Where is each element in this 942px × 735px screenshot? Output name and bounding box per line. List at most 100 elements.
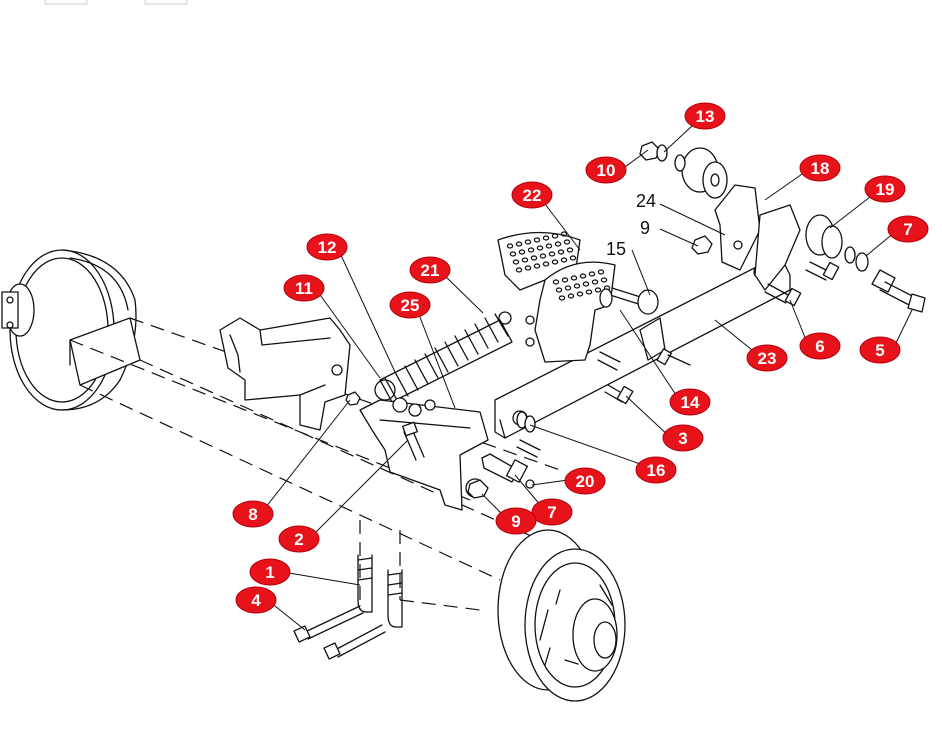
plate-hole [576,291,584,297]
callout-11: 11 [283,274,325,302]
plate-hole [594,287,602,293]
svg-text:19: 19 [876,180,895,199]
svg-text:7: 7 [547,503,556,522]
plate-hole [545,243,553,249]
part-label-24: 24 [636,191,656,211]
plate-hole [524,239,532,245]
part-label-15: 15 [606,239,626,259]
cropped-tab-left [44,0,88,5]
plate-hole [567,293,575,299]
plate-hole [506,243,514,249]
plate-hole [515,267,523,273]
callout-12: 12 [306,233,348,261]
plate-hole [536,245,544,251]
callout-1: 1 [249,558,291,586]
callout-7-bottom: 7 [531,498,573,526]
callout-22: 22 [511,181,553,209]
svg-text:6: 6 [815,337,824,356]
callout-23: 23 [746,344,788,372]
callout-16: 16 [635,456,677,484]
rubber-bushing-lower [805,214,843,259]
bolt-6 [764,261,840,307]
svg-text:11: 11 [295,279,313,298]
plate-hole [560,257,568,263]
callout-6: 6 [799,332,841,360]
plate-hole [557,249,565,255]
plate-hole [512,259,520,265]
plate-hole [515,241,523,247]
plate-hole [569,255,577,261]
u-bolts-1 [357,554,403,628]
svg-text:8: 8 [248,505,257,524]
leader-lines [261,125,913,631]
callout-10: 10 [585,156,627,184]
callout-badges: 13 10 18 22 19 7 12 21 11 25 5 6 23 14 3… [232,102,929,614]
svg-text:1: 1 [265,563,274,582]
callout-18: 18 [799,154,841,182]
plate-hole [521,257,529,263]
plate-hole [582,281,590,287]
plain-labels: 24 9 15 [606,191,656,259]
svg-text:20: 20 [576,472,595,491]
plate-hole [555,287,563,293]
svg-text:12: 12 [318,238,337,257]
plate-hole [530,255,538,261]
bolt-7-20 [481,453,535,489]
right-brake-drum [497,529,626,702]
callout-5: 5 [859,336,901,364]
svg-text:7: 7 [903,220,912,239]
plate-hole [560,231,568,237]
plate-hole [509,251,517,257]
callout-9-bottom: 9 [495,507,537,535]
svg-text:5: 5 [875,341,884,360]
plate-hole [564,285,572,291]
part-label-9: 9 [640,218,650,238]
svg-text:23: 23 [758,349,777,368]
plate-hole [600,277,608,283]
svg-text:16: 16 [647,461,666,480]
svg-text:22: 22 [523,186,542,205]
plate-hole [533,237,541,243]
nut-9-upper [691,235,713,255]
plate-hole [591,279,599,285]
svg-text:14: 14 [681,393,700,412]
plate-hole [573,283,581,289]
plate-hole [542,235,550,241]
callout-21: 21 [409,256,451,284]
plate-hole [558,295,566,301]
svg-text:2: 2 [294,530,303,549]
svg-text:25: 25 [401,296,420,315]
nut-8 [345,391,361,406]
callout-4: 4 [235,586,277,614]
plate-hole [585,289,593,295]
callout-25: 25 [389,291,431,319]
mount-bracket-left [219,317,351,431]
cropped-tab-right [144,0,188,5]
plate-hole [570,275,578,281]
plate-hole [561,277,569,283]
plate-hole [518,249,526,255]
plate-hole [539,253,547,259]
plate-hole [563,239,571,245]
callout-13: 13 [684,102,726,130]
svg-text:3: 3 [678,429,687,448]
svg-text:21: 21 [421,261,440,280]
perforated-plate-front [525,261,616,363]
rubber-bushing-upper [681,147,728,199]
plate-hole [542,261,550,267]
svg-text:4: 4 [251,591,261,610]
callout-20: 20 [564,467,606,495]
callout-7-right: 7 [887,215,929,243]
plate-hole [579,273,587,279]
plate-hole [566,247,574,253]
washers-right [844,246,869,272]
bolt-16 [516,411,541,458]
bolt-3 [597,348,691,405]
bolt-5 [871,269,926,313]
callout-8: 8 [232,500,274,528]
bolts-4 [293,605,386,660]
pin-15 [599,287,659,315]
nut-10 [639,141,686,172]
tension-spring [374,311,513,403]
plate-hole [524,265,532,271]
